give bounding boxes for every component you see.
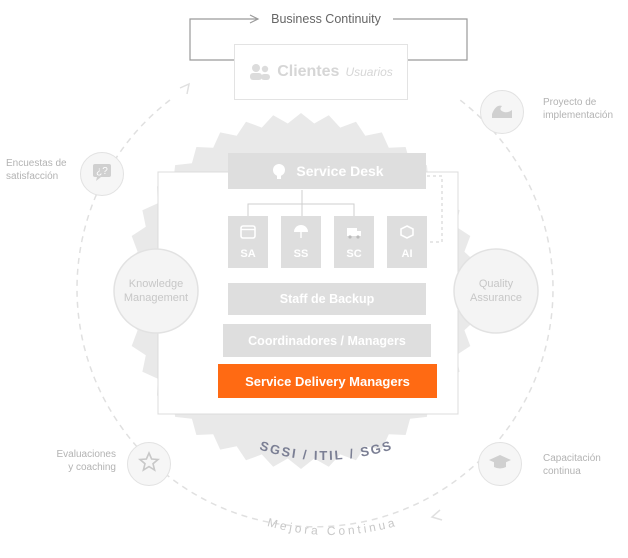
capacitacion-line-2: continua bbox=[543, 466, 581, 477]
proyecto-line-1: Proyecto de bbox=[543, 97, 597, 108]
service-desk-label: Service Desk bbox=[296, 163, 384, 179]
business-continuity-arrow bbox=[249, 14, 260, 24]
wave-icon bbox=[490, 100, 514, 125]
knowledge-line-2: Management bbox=[123, 292, 189, 304]
business-continuity-loop bbox=[189, 18, 468, 61]
staff-backup-box: Staff de Backup bbox=[228, 283, 426, 315]
star-badge-icon bbox=[137, 450, 161, 479]
users-icon bbox=[249, 63, 271, 81]
parachute-icon bbox=[293, 224, 309, 244]
capacitacion-circle bbox=[478, 442, 522, 486]
quality-assurance-circle bbox=[453, 248, 539, 334]
evaluaciones-circle bbox=[127, 442, 171, 486]
chat-question-icon: ¿? bbox=[91, 162, 113, 187]
window-icon bbox=[240, 224, 256, 244]
chip-icon bbox=[399, 224, 415, 244]
proyecto-circle bbox=[480, 90, 524, 134]
tile-sc-label: SC bbox=[346, 247, 362, 260]
graduation-cap-icon bbox=[488, 452, 512, 477]
business-continuity-label: Business Continuity bbox=[271, 12, 381, 26]
proyecto-label: Proyecto de implementación bbox=[543, 96, 613, 122]
encuestas-line-2: satisfacción bbox=[6, 171, 59, 182]
knowledge-line-1: Knowledge bbox=[128, 278, 184, 290]
sdm-label: Service Delivery Managers bbox=[245, 373, 410, 389]
quality-line-1: Quality bbox=[478, 278, 514, 290]
knowledge-management-label: Knowledge Management bbox=[114, 273, 198, 309]
service-delivery-managers-box: Service Delivery Managers bbox=[218, 364, 437, 398]
encuestas-circle: ¿? bbox=[80, 152, 124, 196]
proyecto-line-2: implementación bbox=[543, 110, 614, 121]
capacitacion-line-1: Capacitación bbox=[543, 453, 601, 464]
clientes-title: Clientes bbox=[277, 63, 340, 80]
encuestas-line-1: Encuestas de bbox=[6, 158, 67, 169]
quality-assurance-label: Quality Assurance bbox=[454, 273, 538, 309]
mejora-continua-label: Mejora Continua bbox=[266, 515, 399, 538]
tile-ai-label: AI bbox=[401, 247, 413, 260]
tile-ai: AI bbox=[387, 216, 427, 268]
clientes-subtitle: Usuarios bbox=[345, 65, 393, 79]
encuestas-label: Encuestas de satisfacción bbox=[6, 157, 67, 183]
coordinadores-box: Coordinadores / Managers bbox=[223, 324, 431, 357]
svg-text:¿?: ¿? bbox=[96, 166, 108, 177]
coordinadores-label: Coordinadores / Managers bbox=[248, 333, 406, 348]
service-desk-connectors bbox=[247, 190, 355, 216]
knowledge-management-circle bbox=[113, 248, 199, 334]
cycle-arrow-top-left bbox=[179, 82, 191, 95]
tile-sa: SA bbox=[228, 216, 268, 268]
cycle-arrow-bottom-right bbox=[430, 509, 443, 521]
continuous-improvement-cycle bbox=[76, 99, 554, 528]
clientes-box: Clientes Usuarios bbox=[234, 44, 408, 100]
service-desk-box: Service Desk bbox=[228, 153, 426, 189]
tile-sa-label: SA bbox=[240, 247, 256, 260]
capacitacion-label: Capacitación continua bbox=[543, 452, 601, 478]
evaluaciones-line-2: y coaching bbox=[68, 462, 116, 473]
ai-dashed-connector bbox=[427, 175, 443, 243]
evaluaciones-label: Evaluaciones y coaching bbox=[52, 448, 116, 474]
evaluaciones-line-1: Evaluaciones bbox=[56, 449, 116, 460]
headset-icon bbox=[270, 162, 288, 180]
ambulance-icon bbox=[346, 225, 362, 244]
staff-backup-label: Staff de Backup bbox=[279, 292, 375, 306]
tile-ss: SS bbox=[281, 216, 321, 268]
tile-sc: SC bbox=[334, 216, 374, 268]
tile-ss-label: SS bbox=[293, 247, 309, 260]
quality-line-2: Assurance bbox=[470, 292, 522, 304]
